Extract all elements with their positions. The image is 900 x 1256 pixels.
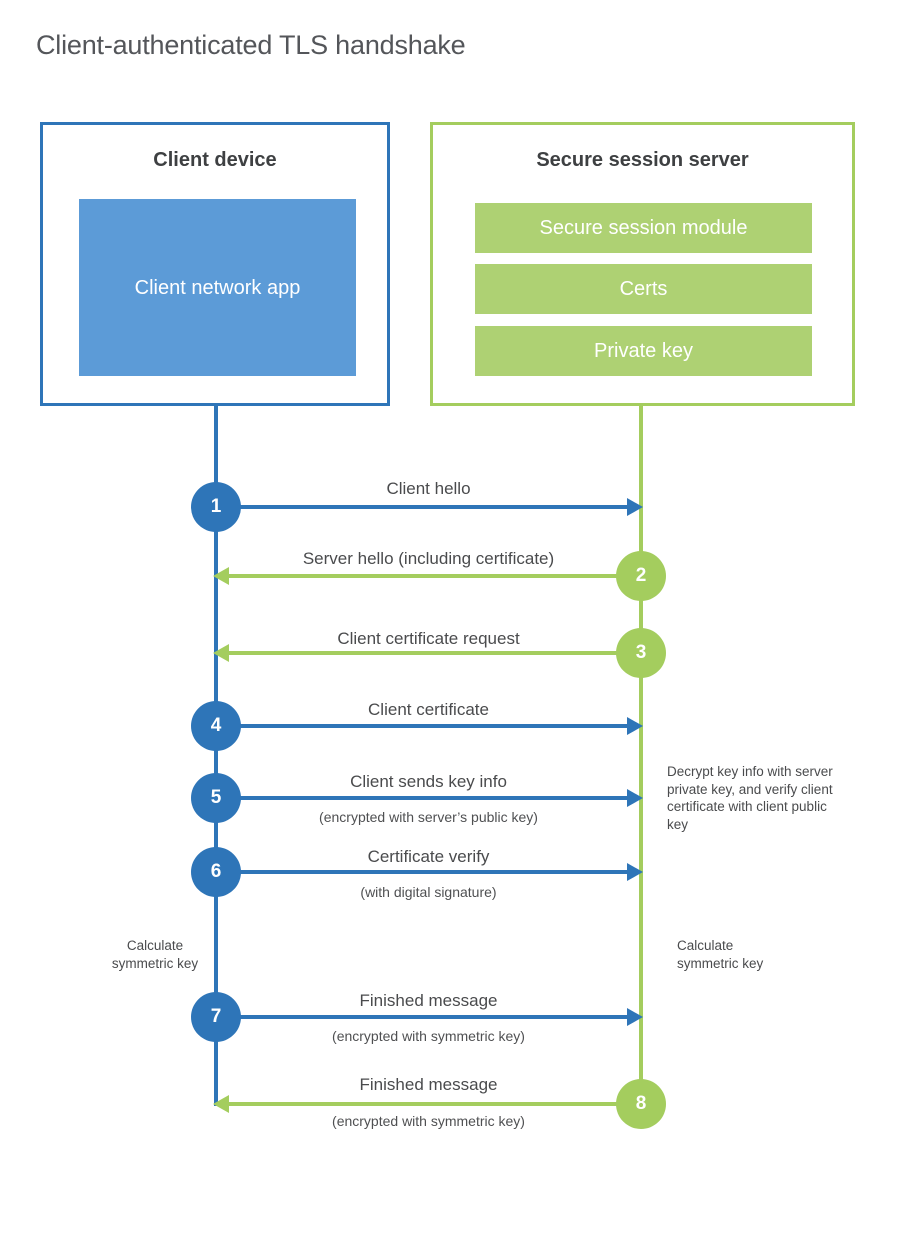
server-lifeline bbox=[639, 405, 643, 1106]
step-circle: 3 bbox=[616, 628, 666, 678]
note-decrypt-key-info: Decrypt key info with server private key… bbox=[667, 764, 833, 832]
client-network-app-box: Client network app bbox=[79, 199, 356, 376]
arrow-right bbox=[216, 1008, 643, 1026]
message-sublabel: (encrypted with symmetric key) bbox=[332, 1113, 525, 1129]
message-label: Server hello (including certificate) bbox=[302, 549, 555, 568]
note-calculate-symmetric-key-server: Calculate symmetric key bbox=[677, 938, 764, 971]
secure-session-server-title: Secure session server bbox=[536, 149, 749, 171]
step-circle: 8 bbox=[616, 1079, 666, 1129]
message-label: Client hello bbox=[386, 479, 471, 498]
step-circle: 6 bbox=[191, 847, 241, 897]
page-title: Client-authenticated TLS handshake bbox=[36, 30, 466, 60]
message-label: Client sends key info bbox=[350, 772, 507, 791]
message-label: Client certificate bbox=[368, 700, 489, 719]
client-device-box: Client device Client network app bbox=[40, 122, 390, 406]
arrow-right bbox=[216, 498, 643, 516]
message-sublabel: (encrypted with symmetric key) bbox=[332, 1028, 525, 1044]
server-module-bar: Private key bbox=[475, 326, 812, 376]
note-calculate-symmetric-key-client: Calculate symmetric key bbox=[111, 938, 199, 971]
message-sublabel: (with digital signature) bbox=[360, 884, 497, 900]
client-network-app-label: Client network app bbox=[134, 276, 301, 299]
secure-session-server-box: Secure session server Secure session mod… bbox=[430, 122, 855, 406]
arrow-left bbox=[213, 1095, 641, 1113]
server-module-bar: Certs bbox=[475, 264, 812, 314]
message-label: Finished message bbox=[359, 991, 498, 1010]
message-label: Finished message bbox=[359, 1075, 498, 1094]
client-device-title: Client device bbox=[153, 149, 277, 171]
arrow-left bbox=[213, 567, 641, 585]
arrow-right bbox=[216, 789, 643, 807]
arrow-right bbox=[216, 717, 643, 735]
message-label: Certificate verify bbox=[367, 847, 490, 866]
message-sublabel: (encrypted with server’s public key) bbox=[319, 809, 538, 825]
step-circle: 4 bbox=[191, 701, 241, 751]
step-circle: 2 bbox=[616, 551, 666, 601]
server-module-bar: Secure session module bbox=[475, 203, 812, 253]
client-lifeline bbox=[214, 405, 218, 1106]
message-label: Client certificate request bbox=[337, 629, 520, 648]
step-circle: 7 bbox=[191, 992, 241, 1042]
step-circle: 1 bbox=[191, 482, 241, 532]
arrow-right bbox=[216, 863, 643, 881]
step-circle: 5 bbox=[191, 773, 241, 823]
arrow-left bbox=[213, 644, 641, 662]
